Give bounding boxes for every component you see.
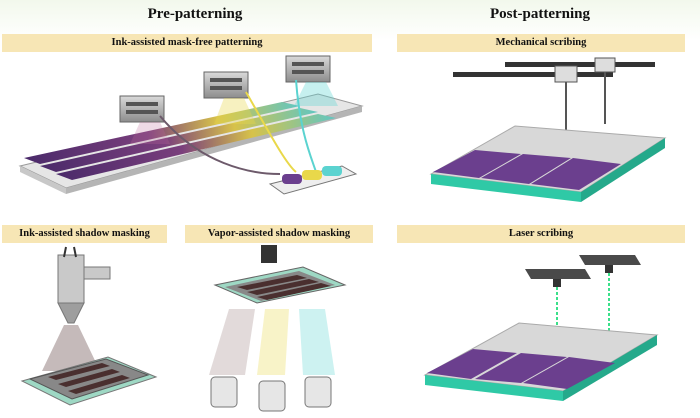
- post-patterning-title: Post-patterning: [490, 6, 590, 22]
- laser-scribing-illustration: [423, 255, 659, 401]
- vapor-mask: [213, 266, 347, 304]
- label-ink-shadow-masking: Ink-assisted shadow masking: [2, 225, 167, 243]
- label-vapor-shadow-masking: Vapor-assisted shadow masking: [185, 225, 373, 243]
- label-laser-scribing: Laser scribing: [397, 225, 685, 243]
- laser-head-1: [525, 269, 591, 345]
- vapor-particles: [209, 309, 335, 375]
- vapor-source-top: [261, 245, 277, 263]
- vapor-shadow-masking-illustration: [209, 245, 347, 412]
- ink-shadow-masking-illustration: [20, 246, 158, 406]
- spray-nozzle: [57, 246, 111, 324]
- print-head-2: [203, 71, 249, 99]
- print-head-1: [119, 95, 165, 123]
- label-mechanical-scribing: Mechanical scribing: [397, 34, 685, 52]
- ink-reservoir: [268, 165, 358, 195]
- shadow-mask: [28, 358, 150, 400]
- scribing-head-2: [594, 57, 616, 124]
- ink-mask-free-illustration: [18, 55, 364, 195]
- mechanical-scribing-illustration: [429, 57, 667, 202]
- pre-patterning-title: Pre-patterning: [147, 6, 243, 22]
- perovskite-cells: [433, 150, 621, 190]
- evaporation-crucibles: [210, 376, 332, 412]
- label-ink-mask-free: Ink-assisted mask-free patterning: [2, 34, 372, 52]
- print-head-3: [285, 55, 331, 83]
- laser-head-2: [579, 255, 641, 335]
- laser-perovskite-cells: [427, 349, 615, 389]
- coated-stripes: [24, 102, 336, 180]
- scribing-head-1: [554, 65, 578, 130]
